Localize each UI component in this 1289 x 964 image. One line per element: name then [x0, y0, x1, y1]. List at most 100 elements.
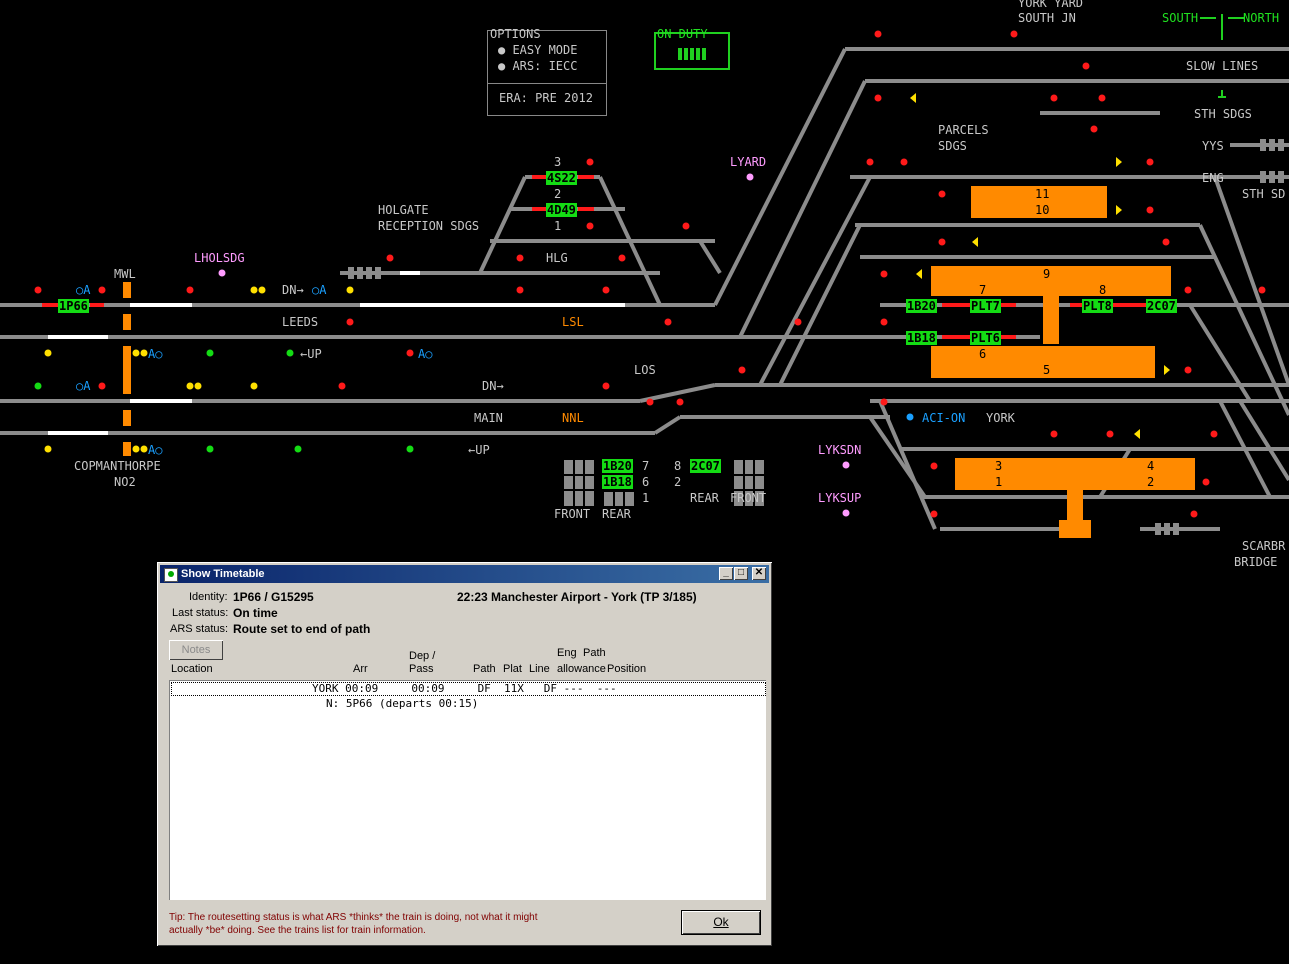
- ok-button[interactable]: Ok: [681, 910, 761, 935]
- berth-4D49[interactable]: 4D49: [546, 203, 577, 217]
- platform-stem-end: [1059, 520, 1091, 538]
- lholsdg-label[interactable]: LHOLSDG: [194, 251, 245, 265]
- queue-berth-1B20[interactable]: 1B20: [602, 459, 633, 473]
- york-yard-label: YORK YARD: [1018, 0, 1084, 10]
- lyksdn-label[interactable]: LYKSDN: [818, 443, 862, 457]
- platform-5: [931, 346, 1155, 378]
- road-3-label: 3: [554, 155, 562, 169]
- queue-8-label: 8: [674, 459, 682, 473]
- front-label: FRONT: [554, 507, 591, 521]
- signal-red: [602, 286, 610, 294]
- rear-label: REAR: [602, 507, 631, 521]
- maximize-button[interactable]: □: [734, 567, 748, 580]
- signal-red: [900, 158, 908, 166]
- auto-label[interactable]: A○: [148, 347, 163, 361]
- berth-PLT8[interactable]: PLT8: [1082, 299, 1113, 313]
- signal-red: [1162, 238, 1170, 246]
- lyksup-label[interactable]: LYKSUP: [818, 491, 862, 505]
- col-path: Path: [473, 663, 496, 675]
- grey-buffers: [348, 139, 1284, 535]
- track-segment: [1188, 303, 1252, 403]
- queue-6-label: 6: [642, 475, 650, 489]
- signal-yellow: [44, 349, 52, 357]
- signal-yellow: [132, 349, 140, 357]
- signal-yellow: [140, 349, 148, 357]
- aci-on-label[interactable]: ACI-ON: [922, 411, 966, 425]
- minimize-button[interactable]: _: [719, 567, 733, 580]
- notes-button[interactable]: Notes: [169, 640, 223, 660]
- signal-red: [1184, 366, 1192, 374]
- ars-label: ARS: IECC: [512, 59, 578, 73]
- signal-red: [186, 286, 194, 294]
- platform-4-number: 4: [1147, 459, 1155, 473]
- col-eng: Eng: [557, 647, 577, 659]
- on-duty-bar: [702, 48, 706, 60]
- era-label[interactable]: ERA: PRE 2012: [499, 91, 593, 105]
- orange-markers: [123, 282, 131, 456]
- signal-red: [874, 94, 882, 102]
- los-label: LOS: [634, 363, 656, 377]
- berth-PLT6[interactable]: PLT6: [970, 331, 1001, 345]
- no2-label: NO2: [114, 475, 136, 489]
- lyard-label[interactable]: LYARD: [730, 155, 767, 169]
- table-row[interactable]: N: 5P66 (departs 00:15): [326, 697, 479, 710]
- signal-red: [938, 238, 946, 246]
- signal-red: [1098, 94, 1106, 102]
- berth-2C07[interactable]: 2C07: [1146, 299, 1177, 313]
- berth-PLT7[interactable]: PLT7: [970, 299, 1001, 313]
- berth-1B20[interactable]: 1B20: [906, 299, 937, 313]
- signal-red: [930, 510, 938, 518]
- platform-6-number: 6: [979, 347, 987, 361]
- signal-red: [406, 349, 414, 357]
- auto-label[interactable]: ○A: [76, 379, 91, 393]
- easy-mode-label: EASY MODE: [512, 43, 578, 57]
- signal-green: [294, 445, 302, 453]
- track-segment: [639, 383, 716, 403]
- ars-toggle[interactable]: ● ARS: IECC: [498, 59, 578, 73]
- signal-red: [1050, 430, 1058, 438]
- main-label: MAIN: [474, 411, 503, 425]
- platform-11-number: 11: [1035, 187, 1050, 201]
- table-row[interactable]: YORK 00:09 00:09 DF 11X DF --- ---: [312, 682, 617, 695]
- up2-label: ←UP: [468, 443, 490, 457]
- slow-lines-label: SLOW LINES: [1186, 59, 1259, 73]
- road-1-label: 1: [554, 219, 562, 233]
- track-segment: [478, 176, 527, 274]
- track-segment: [698, 239, 722, 275]
- berth-4S22[interactable]: 4S22: [546, 171, 577, 185]
- mwl-label: MWL: [114, 267, 136, 281]
- signal-red: [338, 382, 346, 390]
- signal-yellow: [194, 382, 202, 390]
- auto-label[interactable]: A○: [148, 443, 163, 457]
- close-button[interactable]: ✕: [752, 567, 766, 580]
- last-status-value: On time: [233, 606, 278, 620]
- up-label: ←UP: [300, 347, 322, 361]
- dialog-titlebar[interactable]: Show Timetable _ □ ✕: [160, 565, 769, 583]
- signal-red: [98, 286, 106, 294]
- berth-1P66[interactable]: 1P66: [58, 299, 89, 313]
- ars-status-value: Route set to end of path: [233, 622, 371, 636]
- direction-arrow: [916, 269, 922, 279]
- queue-berth-1B18[interactable]: 1B18: [602, 475, 633, 489]
- rear2-label: REAR: [690, 491, 719, 505]
- signal-red: [586, 158, 594, 166]
- easy-mode-toggle[interactable]: ● EASY MODE: [498, 43, 578, 57]
- signal-yellow: [250, 286, 258, 294]
- auto-label[interactable]: ○A: [312, 283, 327, 297]
- signal-red: [34, 286, 42, 294]
- platform-stem: [1067, 490, 1083, 520]
- on-duty-panel[interactable]: [654, 32, 730, 70]
- signal-red: [516, 254, 524, 262]
- blue-dots: [906, 413, 914, 421]
- track-segment: [738, 80, 867, 338]
- berth-1B18[interactable]: 1B18: [906, 331, 937, 345]
- timetable-list[interactable]: YORK 00:09 00:09 DF 11X DF --- --- N: 5P…: [169, 680, 766, 900]
- platform-10-11: [971, 186, 1107, 218]
- signal-red: [938, 190, 946, 198]
- col-arr: Arr: [353, 663, 368, 675]
- auto-label[interactable]: A○: [418, 347, 433, 361]
- auto-label[interactable]: ○A: [76, 283, 91, 297]
- signal-red: [866, 158, 874, 166]
- queue-berth-2C07[interactable]: 2C07: [690, 459, 721, 473]
- signal-red: [794, 318, 802, 326]
